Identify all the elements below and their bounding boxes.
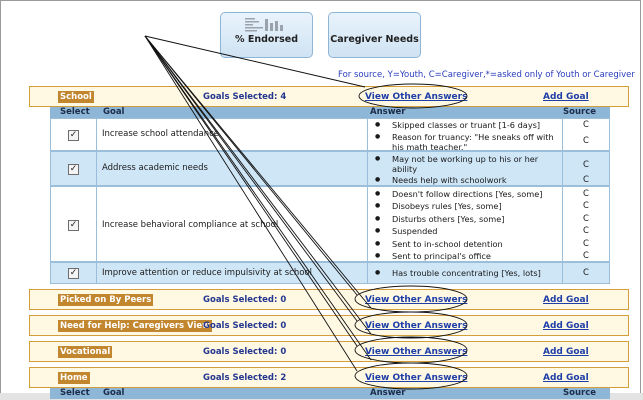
answer-source: C <box>583 120 589 130</box>
callout-line <box>144 35 366 88</box>
goals-selected: Goals Selected: 2 <box>203 373 287 383</box>
answer-source: C <box>583 226 589 236</box>
answer-text: Doesn't follow directions [Yes, some] <box>392 189 543 199</box>
add-goal-link[interactable]: Add Goal <box>543 321 589 331</box>
domain-bar-need-for-help: Need for Help: Caregivers View Goals Sel… <box>29 315 629 336</box>
add-goal-link[interactable]: Add Goal <box>543 295 589 305</box>
view-other-answers-link[interactable]: View Other Answers <box>365 92 468 102</box>
goals-selected: Goals Selected: 0 <box>203 347 287 357</box>
answer-item: Suspended <box>375 226 557 236</box>
answer-item: Needs help with schoolwork <box>375 175 557 185</box>
answer-text: Disobeys rules [Yes, some] <box>392 201 502 211</box>
goal-text: Increase behavioral compliance at school <box>102 220 279 230</box>
answer-item: Disobeys rules [Yes, some] <box>375 201 557 211</box>
answer-text: Needs help with schoolwork <box>392 175 507 185</box>
answer-source: C <box>583 214 589 224</box>
answer-header: Answer <box>370 388 406 398</box>
goals-selected: Goals Selected: 0 <box>203 321 287 331</box>
goal-checkbox[interactable]: ✓ <box>68 164 79 175</box>
goal-text: Improve attention or reduce impulsivity … <box>102 268 312 278</box>
answer-source: C <box>583 201 589 211</box>
answer-text: Disturbs others [Yes, some] <box>392 214 505 224</box>
answer-text: May not be working up to his or her abil… <box>392 154 539 174</box>
percent-endorsed-label: % Endorsed <box>235 34 298 45</box>
goal-checkbox[interactable]: ✓ <box>68 130 79 141</box>
callout-line <box>144 35 358 322</box>
callout-ellipse <box>354 336 468 364</box>
source-header: Source <box>563 388 597 398</box>
domain-name: School <box>58 91 94 103</box>
answer-item: Sent to in-school detention <box>375 239 557 249</box>
domain-name: Vocational <box>58 346 113 358</box>
caregiver-needs-button[interactable]: Caregiver Needs <box>328 12 421 58</box>
domain-bar-school: School Goals Selected: 4 View Other Answ… <box>29 86 629 107</box>
goals-selected: Goals Selected: 0 <box>203 295 287 305</box>
answer-text: Sent to principal's office <box>392 251 491 261</box>
callout-ellipse <box>354 362 468 390</box>
answer-text: Has trouble concentrating [Yes, lots] <box>392 268 541 278</box>
caregiver-needs-label: Caregiver Needs <box>330 34 419 45</box>
answer-source: C <box>583 175 589 185</box>
answer-text: Skipped classes or truant [1-6 days] <box>392 120 541 130</box>
answer-source: C <box>583 268 589 278</box>
domain-name: Need for Help: Caregivers View <box>58 320 213 332</box>
answer-item: May not be working up to his or her abil… <box>375 154 557 174</box>
answer-source: C <box>583 251 589 261</box>
callout-line <box>144 35 358 372</box>
table-row: ✓ Increase behavioral compliance at scho… <box>50 186 610 262</box>
domain-bar-home: Home Goals Selected: 2 View Other Answer… <box>29 367 629 388</box>
view-other-answers-link[interactable]: View Other Answers <box>365 295 468 305</box>
callout-line <box>144 35 358 347</box>
callout-ellipse <box>354 311 468 339</box>
add-goal-link[interactable]: Add Goal <box>543 347 589 357</box>
goals-selected: Goals Selected: 4 <box>203 92 287 102</box>
goal-checkbox[interactable]: ✓ <box>68 268 79 279</box>
answer-item: Sent to principal's office <box>375 251 557 261</box>
goal-text: Increase school attendance <box>102 129 220 139</box>
answer-item: Doesn't follow directions [Yes, some] <box>375 189 557 199</box>
table-row: ✓ Improve attention or reduce impulsivit… <box>50 262 610 284</box>
domain-bar-vocational: Vocational Goals Selected: 0 View Other … <box>29 341 629 362</box>
answer-source: C <box>583 189 589 199</box>
answer-text: Suspended <box>392 226 438 236</box>
source-legend: For source, Y=Youth, C=Caregiver,*=asked… <box>338 70 635 80</box>
callout-line <box>144 35 372 361</box>
callout-ellipse <box>358 83 468 109</box>
answer-text: Reason for truancy: "He sneaks off with … <box>392 132 554 152</box>
callout-line <box>144 35 372 309</box>
answer-item: Reason for truancy: "He sneaks off with … <box>375 132 557 152</box>
goals-table-header: Select Goal Answer Source <box>50 107 610 118</box>
goals-table-header: Select Goal Answer Source <box>50 388 610 399</box>
answer-source: C <box>583 239 589 249</box>
add-goal-link[interactable]: Add Goal <box>543 92 589 102</box>
add-goal-link[interactable]: Add Goal <box>543 373 589 383</box>
callout-line <box>144 35 372 335</box>
answer-item: Skipped classes or truant [1-6 days] <box>375 120 557 130</box>
answer-header: Answer <box>370 107 406 117</box>
goal-checkbox[interactable]: ✓ <box>68 220 79 231</box>
view-other-answers-link[interactable]: View Other Answers <box>365 321 468 331</box>
answer-item: Has trouble concentrating [Yes, lots] <box>375 268 557 278</box>
callout-ellipse <box>354 285 468 313</box>
select-header: Select <box>60 107 90 117</box>
domain-name: Picked on By Peers <box>58 294 154 306</box>
answer-source: C <box>583 136 589 146</box>
view-other-answers-link[interactable]: View Other Answers <box>365 373 468 383</box>
view-other-answers-link[interactable]: View Other Answers <box>365 347 468 357</box>
select-header: Select <box>60 388 90 398</box>
goal-header: Goal <box>103 388 125 398</box>
goal-text: Address academic needs <box>102 163 208 173</box>
answer-source: C <box>583 160 589 170</box>
answer-text: Sent to in-school detention <box>392 239 503 249</box>
bar-chart-icon <box>245 18 283 32</box>
source-header: Source <box>563 107 597 117</box>
answer-item: Disturbs others [Yes, some] <box>375 214 557 224</box>
domain-name: Home <box>58 372 90 384</box>
table-row: ✓ Address academic needs May not be work… <box>50 151 610 186</box>
table-row: ✓ Increase school attendance Skipped cla… <box>50 118 610 152</box>
percent-endorsed-button[interactable]: % Endorsed <box>220 12 313 58</box>
goal-header: Goal <box>103 107 125 117</box>
